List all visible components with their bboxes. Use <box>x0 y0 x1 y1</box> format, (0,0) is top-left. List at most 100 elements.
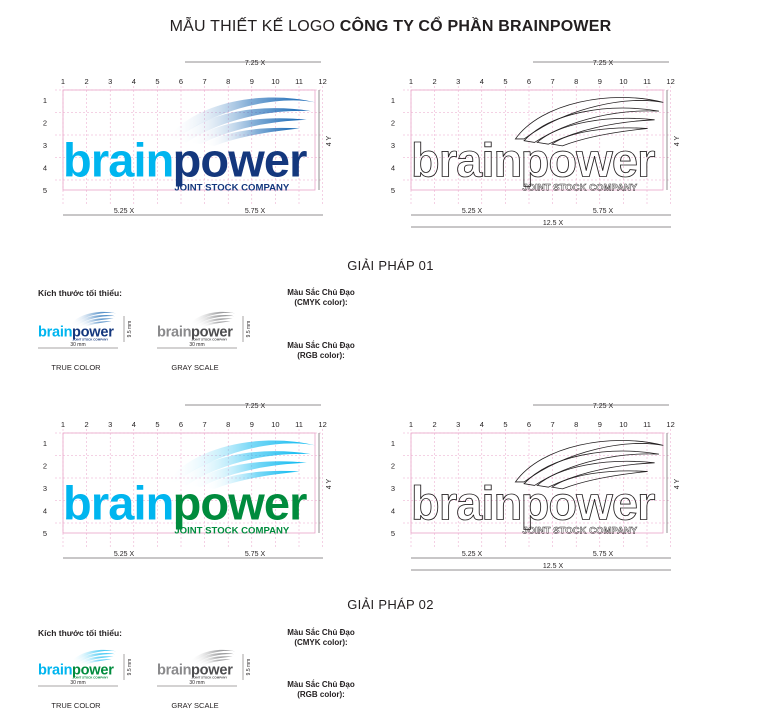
min-size-label-2: Kích thước tối thiểu: <box>38 628 122 638</box>
row-number: 1 <box>391 96 395 105</box>
swoosh-mark <box>550 470 648 490</box>
col-number: 11 <box>643 77 651 86</box>
swoosh-mark <box>70 311 117 325</box>
logo-tagline: JOINT STOCK COMPANY <box>192 338 228 342</box>
logo-word-brain: brain <box>157 662 191 678</box>
row-number: 5 <box>391 186 395 195</box>
swoosh-mark <box>523 450 660 486</box>
dim-right: 5.75 X <box>245 551 266 558</box>
col-number: 8 <box>226 420 230 429</box>
logo-grid-color-1: 7.25 X12345678910111213123454 Y5.25 X5.7… <box>35 55 350 245</box>
mm-width: 30 mm <box>189 342 204 348</box>
col-number: 5 <box>155 77 159 86</box>
swoosh-mark <box>77 656 114 665</box>
dim-left: 5.25 X <box>114 551 135 558</box>
rgb-label: Màu Sắc Chủ Đạo(RGB color): <box>287 341 355 360</box>
logo-word-power: power <box>173 476 308 529</box>
col-number: 9 <box>598 420 602 429</box>
logo-word-power: power <box>191 662 233 678</box>
dim-right: 5.75 X <box>245 208 266 215</box>
col-number: 7 <box>551 77 555 86</box>
swoosh-mark <box>200 659 231 665</box>
col-number: 5 <box>503 77 507 86</box>
swoosh-mark <box>81 659 112 665</box>
row-number: 4 <box>391 164 395 173</box>
col-number: 1 <box>409 420 413 429</box>
brainpower-logo: PANTONE 2995 EC[C: 81 / M: 1 / C: 0 / K:… <box>63 97 316 193</box>
solution-title-1: GIẢI PHÁP 01 <box>347 258 434 273</box>
col-number: 2 <box>85 420 89 429</box>
row-number: 3 <box>391 141 395 150</box>
swoosh-mark <box>203 127 300 146</box>
page-title: MẪU THIẾT KẾ LOGO CÔNG TY CỔ PHẦN BRAINP… <box>169 18 612 35</box>
logo-word-power: power <box>72 662 114 678</box>
row-number: 3 <box>391 484 395 493</box>
col-number: 4 <box>480 420 484 429</box>
row-number: 2 <box>391 119 395 128</box>
col-number: 4 <box>480 77 484 86</box>
min-size-label: Kích thước tối thiểu: <box>38 288 122 298</box>
logo-word-brain: brain <box>411 476 521 529</box>
logo-word-brain: brain <box>63 476 173 529</box>
row-number: 5 <box>43 529 47 538</box>
col-number: 11 <box>295 420 303 429</box>
col-number: 10 <box>619 420 627 429</box>
row-number: 2 <box>43 119 47 128</box>
logo-word-power: power <box>173 133 308 186</box>
col-number: 8 <box>574 77 578 86</box>
logo-tagline: JOINT STOCK COMPANY <box>522 182 638 193</box>
col-number: 11 <box>643 420 651 429</box>
dim-top: 7.25 X <box>593 60 614 67</box>
row-number: 4 <box>43 164 47 173</box>
col-number: 10 <box>271 420 279 429</box>
row-number: 4 <box>43 507 47 516</box>
swoosh-mark <box>167 440 316 482</box>
row-number: 2 <box>43 462 47 471</box>
mm-width: 30 mm <box>70 680 85 686</box>
row-number: 2 <box>391 462 395 471</box>
col-number: 2 <box>85 77 89 86</box>
mm-width: 30 mm <box>189 680 204 686</box>
mm-height: 9.5 mm <box>246 659 252 676</box>
dim-top: 7.25 X <box>245 60 266 67</box>
gray-scale-caption-2: GRAY SCALE <box>171 701 219 710</box>
swoosh-mark <box>192 315 234 326</box>
col-number: 6 <box>179 420 183 429</box>
logo-word-brain: brain <box>157 324 191 340</box>
logo-word-power: power <box>521 133 656 186</box>
dim-right: 5.75 X <box>593 208 614 215</box>
mm-height: 9.5 mm <box>127 659 133 676</box>
col-number: 7 <box>551 420 555 429</box>
col-number: 9 <box>250 77 254 86</box>
mm-height: 9.5 mm <box>127 321 133 338</box>
logo-tagline: JOINT STOCK COMPANY <box>174 182 290 193</box>
col-number: 6 <box>527 77 531 86</box>
swoosh-mark <box>73 315 115 326</box>
swoosh-mark <box>167 97 316 139</box>
brainpower-logo: PANTONE 2995 EC[C: 81 / M: 1 / C: 0 / K:… <box>411 97 664 193</box>
logo-word-brain: brain <box>38 324 72 340</box>
col-number: 10 <box>619 77 627 86</box>
col-number: 3 <box>108 77 112 86</box>
row-number: 1 <box>391 439 395 448</box>
col-number: 9 <box>598 77 602 86</box>
dim-left: 5.25 X <box>114 208 135 215</box>
logo-word-power: power <box>72 324 114 340</box>
swoosh-mark <box>189 118 307 145</box>
logo-grid-color-2: 7.25 X12345678910111213123454 Y5.25 X5.7… <box>35 398 350 588</box>
swoosh-mark <box>523 107 660 143</box>
col-number: 7 <box>203 420 207 429</box>
col-number: 8 <box>226 77 230 86</box>
swoosh-mark <box>189 461 307 488</box>
col-number: 11 <box>295 77 303 86</box>
swoosh-mark <box>70 649 117 663</box>
swoosh-mark <box>536 460 655 488</box>
dim-left: 5.25 X <box>462 551 483 558</box>
col-number: 5 <box>155 420 159 429</box>
